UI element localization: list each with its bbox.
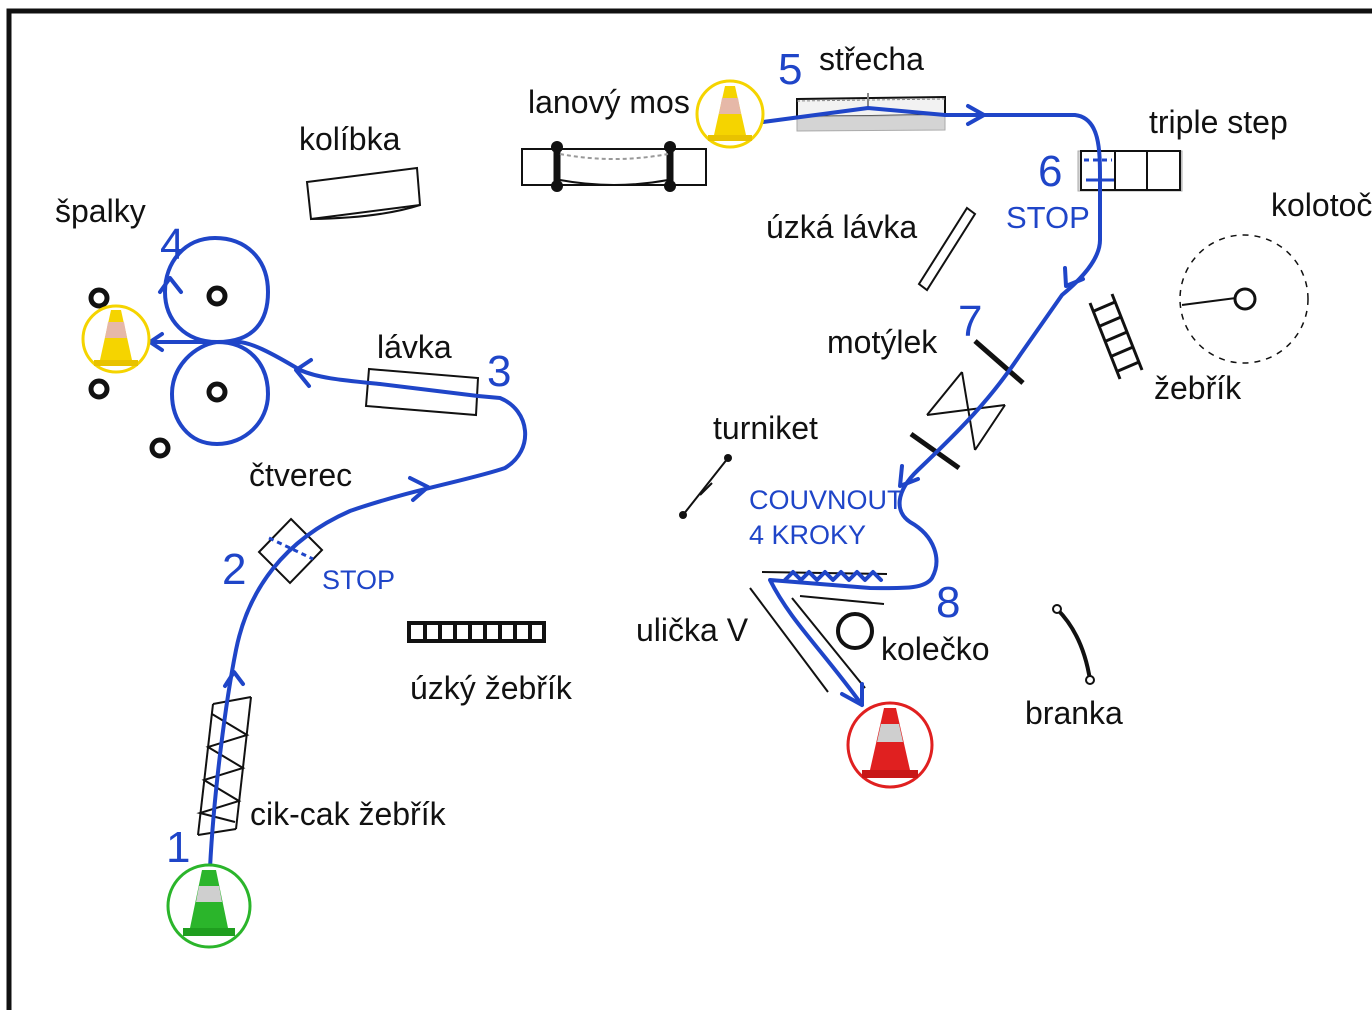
couvnout-note-line1: COUVNOUT: [749, 485, 904, 515]
finish-cone-icon: [846, 701, 934, 789]
ladder-obstacle: [1088, 293, 1144, 380]
label-motylek: motýlek: [827, 324, 938, 360]
couvnout-note-line2: 4 KROKY: [749, 520, 866, 550]
step-number-5: 5: [778, 45, 802, 94]
label-lanovy-most: lanový mos: [528, 84, 690, 120]
step-number-1: 1: [166, 823, 190, 872]
label-ulicka-v: ulička V: [636, 612, 749, 648]
label-branka: branka: [1025, 695, 1123, 731]
zigzag-ladder-obstacle: [196, 696, 252, 836]
label-spalky: špalky: [55, 193, 146, 229]
turnstile-obstacle: [679, 454, 732, 519]
hoop-obstacle: [836, 612, 874, 650]
label-zebrik: žebřík: [1154, 370, 1242, 406]
checkpoint-cone-4-icon: [81, 304, 151, 374]
blocks-obstacle: [88, 285, 228, 459]
gate-obstacle: [1052, 604, 1095, 685]
carousel-obstacle: [1179, 234, 1309, 364]
step-number-6: 6: [1038, 147, 1062, 196]
label-lavka: lávka: [377, 329, 452, 365]
label-ctverec: čtverec: [249, 457, 352, 493]
label-triple-step: triple step: [1149, 104, 1288, 140]
label-kolibka: kolíbka: [299, 121, 401, 157]
label-kolecko: kolečko: [881, 631, 990, 667]
label-uzka-lavka: úzká lávka: [766, 209, 917, 245]
label-kolotoc: kolotoč: [1271, 187, 1372, 223]
triple-step-obstacle: [1077, 150, 1183, 192]
v-alley-obstacle: [749, 571, 888, 693]
rope-bridge-obstacle: [521, 141, 707, 192]
label-turniket: turniket: [713, 410, 818, 446]
stop-note-6: STOP: [1006, 200, 1090, 235]
balance-beam-obstacle: [364, 367, 480, 417]
path-arrows: [148, 104, 1085, 707]
square-obstacle: [257, 517, 324, 585]
butterfly-obstacle: [909, 339, 1025, 471]
label-strecha: střecha: [819, 41, 924, 77]
cradle-obstacle: [305, 166, 422, 221]
label-cik-cak-zebrik: cik-cak žebřík: [250, 796, 447, 832]
stop-note-2: STOP: [322, 565, 395, 595]
frame-border: [6, 8, 1372, 1010]
checkpoint-cone-5-icon: [695, 79, 765, 149]
narrow-beam-obstacle: [917, 206, 977, 292]
step-number-7: 7: [958, 297, 982, 346]
narrow-ladder-obstacle: [407, 621, 546, 643]
step-number-3: 3: [487, 347, 511, 396]
step-number-2: 2: [222, 545, 246, 594]
label-uzky-zebrik: úzký žebřík: [410, 670, 573, 706]
step-number-8: 8: [936, 578, 960, 627]
start-cone-icon: [166, 863, 252, 949]
step-number-4: 4: [160, 220, 184, 269]
